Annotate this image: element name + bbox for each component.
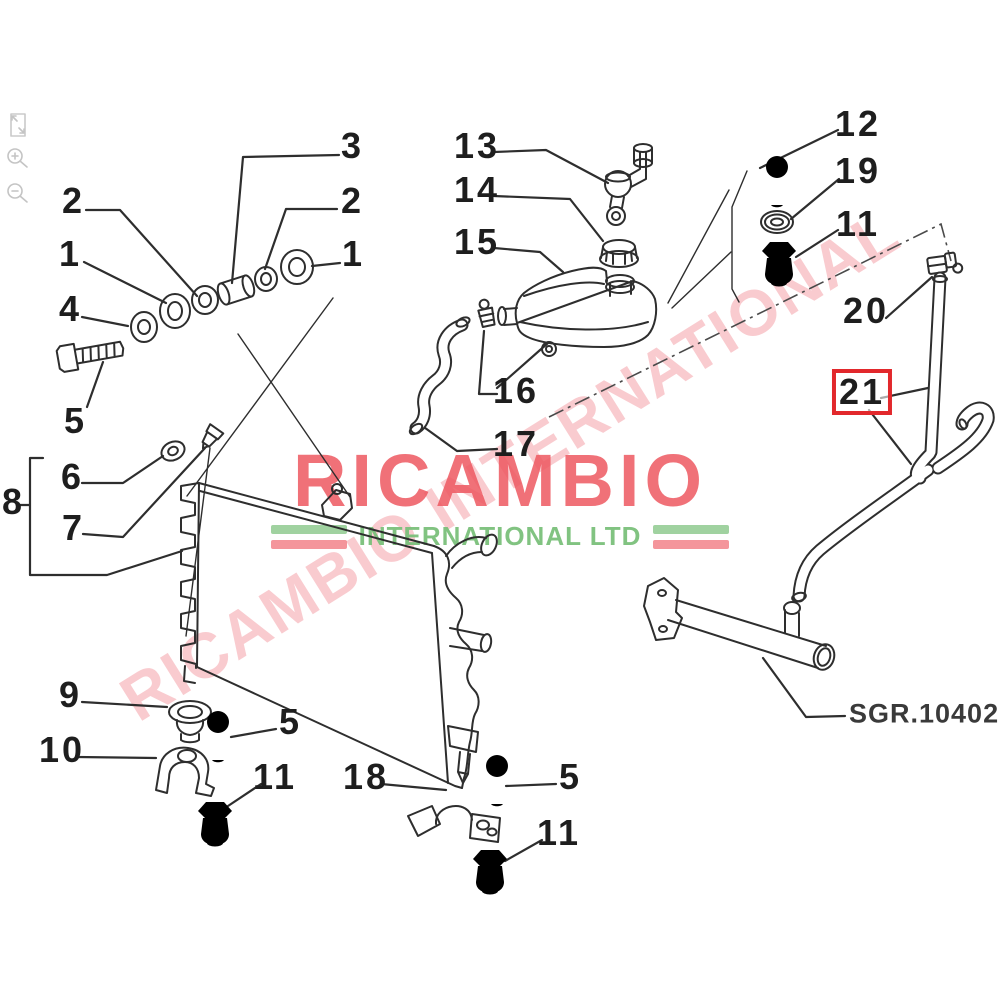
bracket-8 (18, 456, 184, 577)
drain-plug-drawing (160, 423, 225, 462)
vent-valve-drawing (604, 143, 653, 226)
diagram-code-label: SGR.10402 (849, 698, 1000, 729)
zoom-out-icon (7, 183, 28, 203)
part-label-10: 10 (38, 729, 86, 770)
part-label-11-right: 11 (835, 203, 881, 244)
washer-row-drawing (55, 249, 314, 373)
part-label-5-mid: 5 (278, 701, 300, 742)
part-label-8: 8 (1, 481, 23, 522)
leader-lines (18, 128, 934, 863)
zoom-in-button[interactable] (2, 145, 34, 175)
part-label-12: 12 (834, 103, 882, 144)
part-label-13: 13 (453, 125, 501, 166)
part-label-9: 9 (58, 674, 80, 715)
construction-lines (185, 170, 748, 637)
hose-clamp-drawing (926, 251, 964, 275)
part-label-16: 16 (492, 370, 540, 411)
part-label-14: 14 (453, 169, 501, 210)
fastener-column-drawing (760, 156, 964, 287)
part-label-20: 20 (842, 290, 890, 331)
fit-view-icon (10, 113, 26, 137)
part-label-3: 3 (340, 125, 362, 166)
outlet-hose-drawing (791, 271, 995, 603)
part-label-7: 7 (61, 507, 83, 548)
centerline-dashdot (548, 222, 952, 418)
leader-21-b (867, 408, 913, 466)
part-label-2-left: 2 (61, 180, 83, 221)
zoom-out-button[interactable] (2, 180, 34, 210)
zoom-in-icon (7, 148, 28, 168)
part-label-11-bottom: 11 (536, 812, 582, 853)
part-label-15: 15 (453, 221, 501, 262)
radiator-drawing (180, 482, 498, 789)
tank-cap-drawing (599, 239, 639, 268)
mount-parts-drawing (155, 700, 508, 895)
part-label-18: 18 (342, 756, 390, 797)
part-label-4: 4 (58, 288, 80, 329)
part-label-1-left: 1 (58, 233, 80, 274)
viewer-controls (2, 110, 34, 210)
part-label-1-right: 1 (341, 233, 363, 274)
leader-sgr (761, 656, 847, 719)
part-label-11-mid: 11 (252, 756, 298, 797)
part-label-5-top: 5 (63, 400, 85, 441)
part-label-17: 17 (492, 423, 540, 464)
water-pipe-drawing (643, 577, 836, 671)
expansion-tank-drawing (497, 266, 658, 357)
part-label-21-highlighted: 21 (831, 369, 893, 415)
hose-clip-drawing (477, 298, 496, 328)
fit-view-button[interactable] (2, 110, 34, 140)
part-label-19: 19 (834, 150, 882, 191)
part-label-5-right: 5 (558, 756, 580, 797)
part-label-6: 6 (60, 456, 82, 497)
part-label-2-right: 2 (340, 180, 362, 221)
